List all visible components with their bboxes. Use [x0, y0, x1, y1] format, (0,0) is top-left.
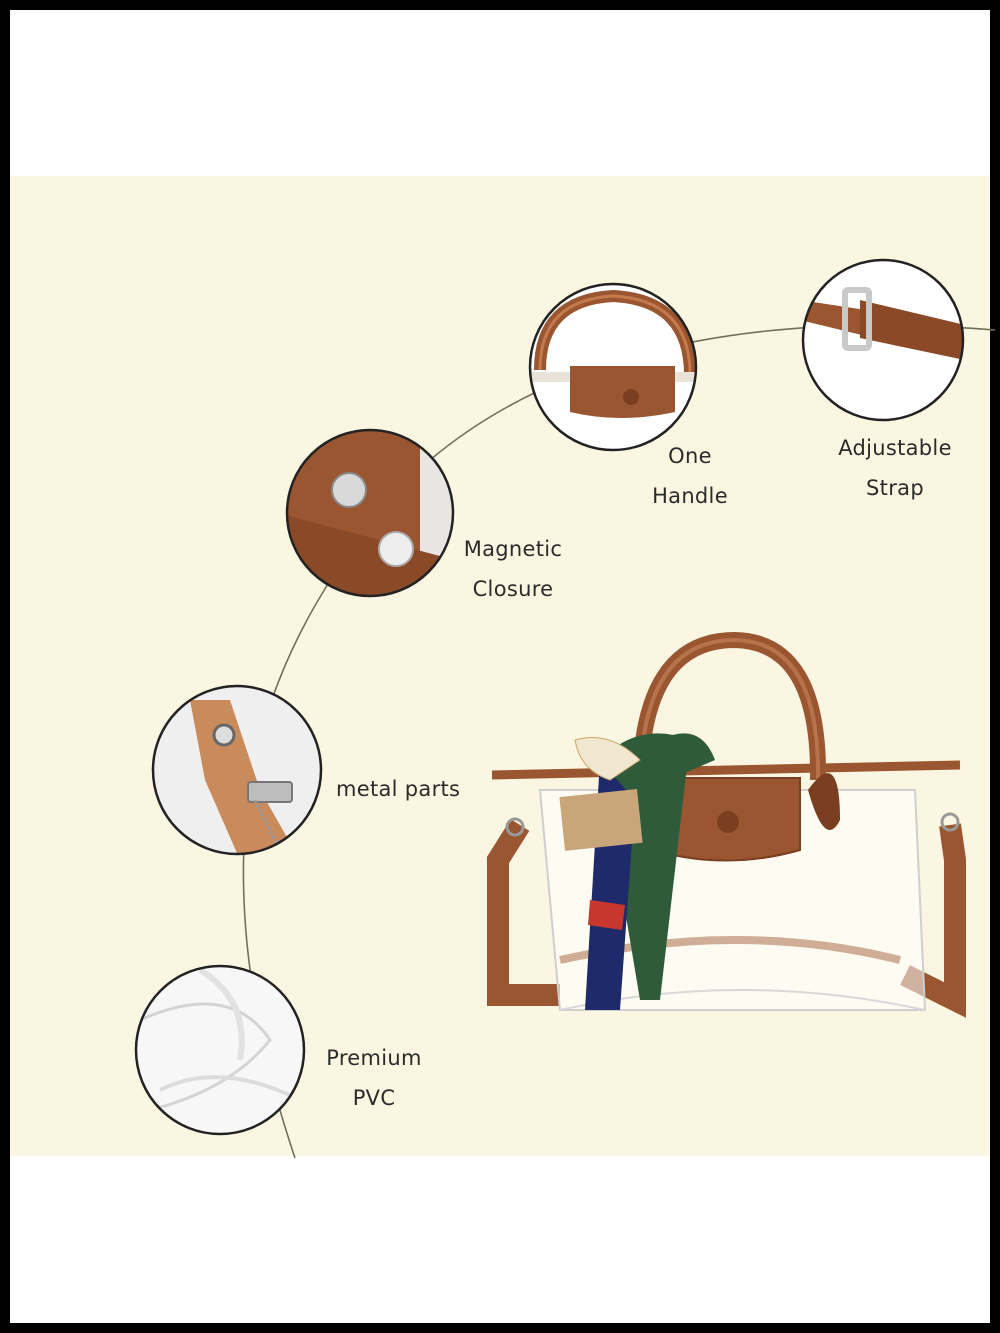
closure-detail-circle — [285, 428, 455, 598]
callout-one-handle-line2: Handle — [652, 484, 728, 508]
callout-premium-pvc-line2: PVC — [352, 1086, 396, 1110]
callout-metal-parts: metal parts — [336, 769, 496, 809]
handle-detail-circle — [528, 282, 698, 452]
callout-magnetic-closure-line1: Magnetic — [463, 537, 563, 561]
pvc-detail-circle — [134, 964, 306, 1136]
callout-adjustable-strap-line2: Strap — [866, 476, 924, 500]
callout-metal-parts-line1: metal parts — [336, 777, 461, 801]
callout-one-handle: One Handle — [630, 436, 750, 516]
metal-detail-circle — [151, 684, 323, 856]
clear-bag-illustration — [487, 631, 966, 1018]
callout-magnetic-closure: Magnetic Closure — [448, 529, 578, 609]
callout-one-handle-line1: One — [668, 444, 712, 468]
strap-detail-circle — [801, 258, 965, 422]
callout-premium-pvc: Premium PVC — [316, 1038, 432, 1118]
callout-magnetic-closure-line2: Closure — [472, 577, 554, 601]
callout-adjustable-strap: Adjustable Strap — [815, 428, 975, 508]
callout-adjustable-strap-line1: Adjustable — [838, 436, 952, 460]
callout-premium-pvc-line1: Premium — [326, 1046, 422, 1070]
